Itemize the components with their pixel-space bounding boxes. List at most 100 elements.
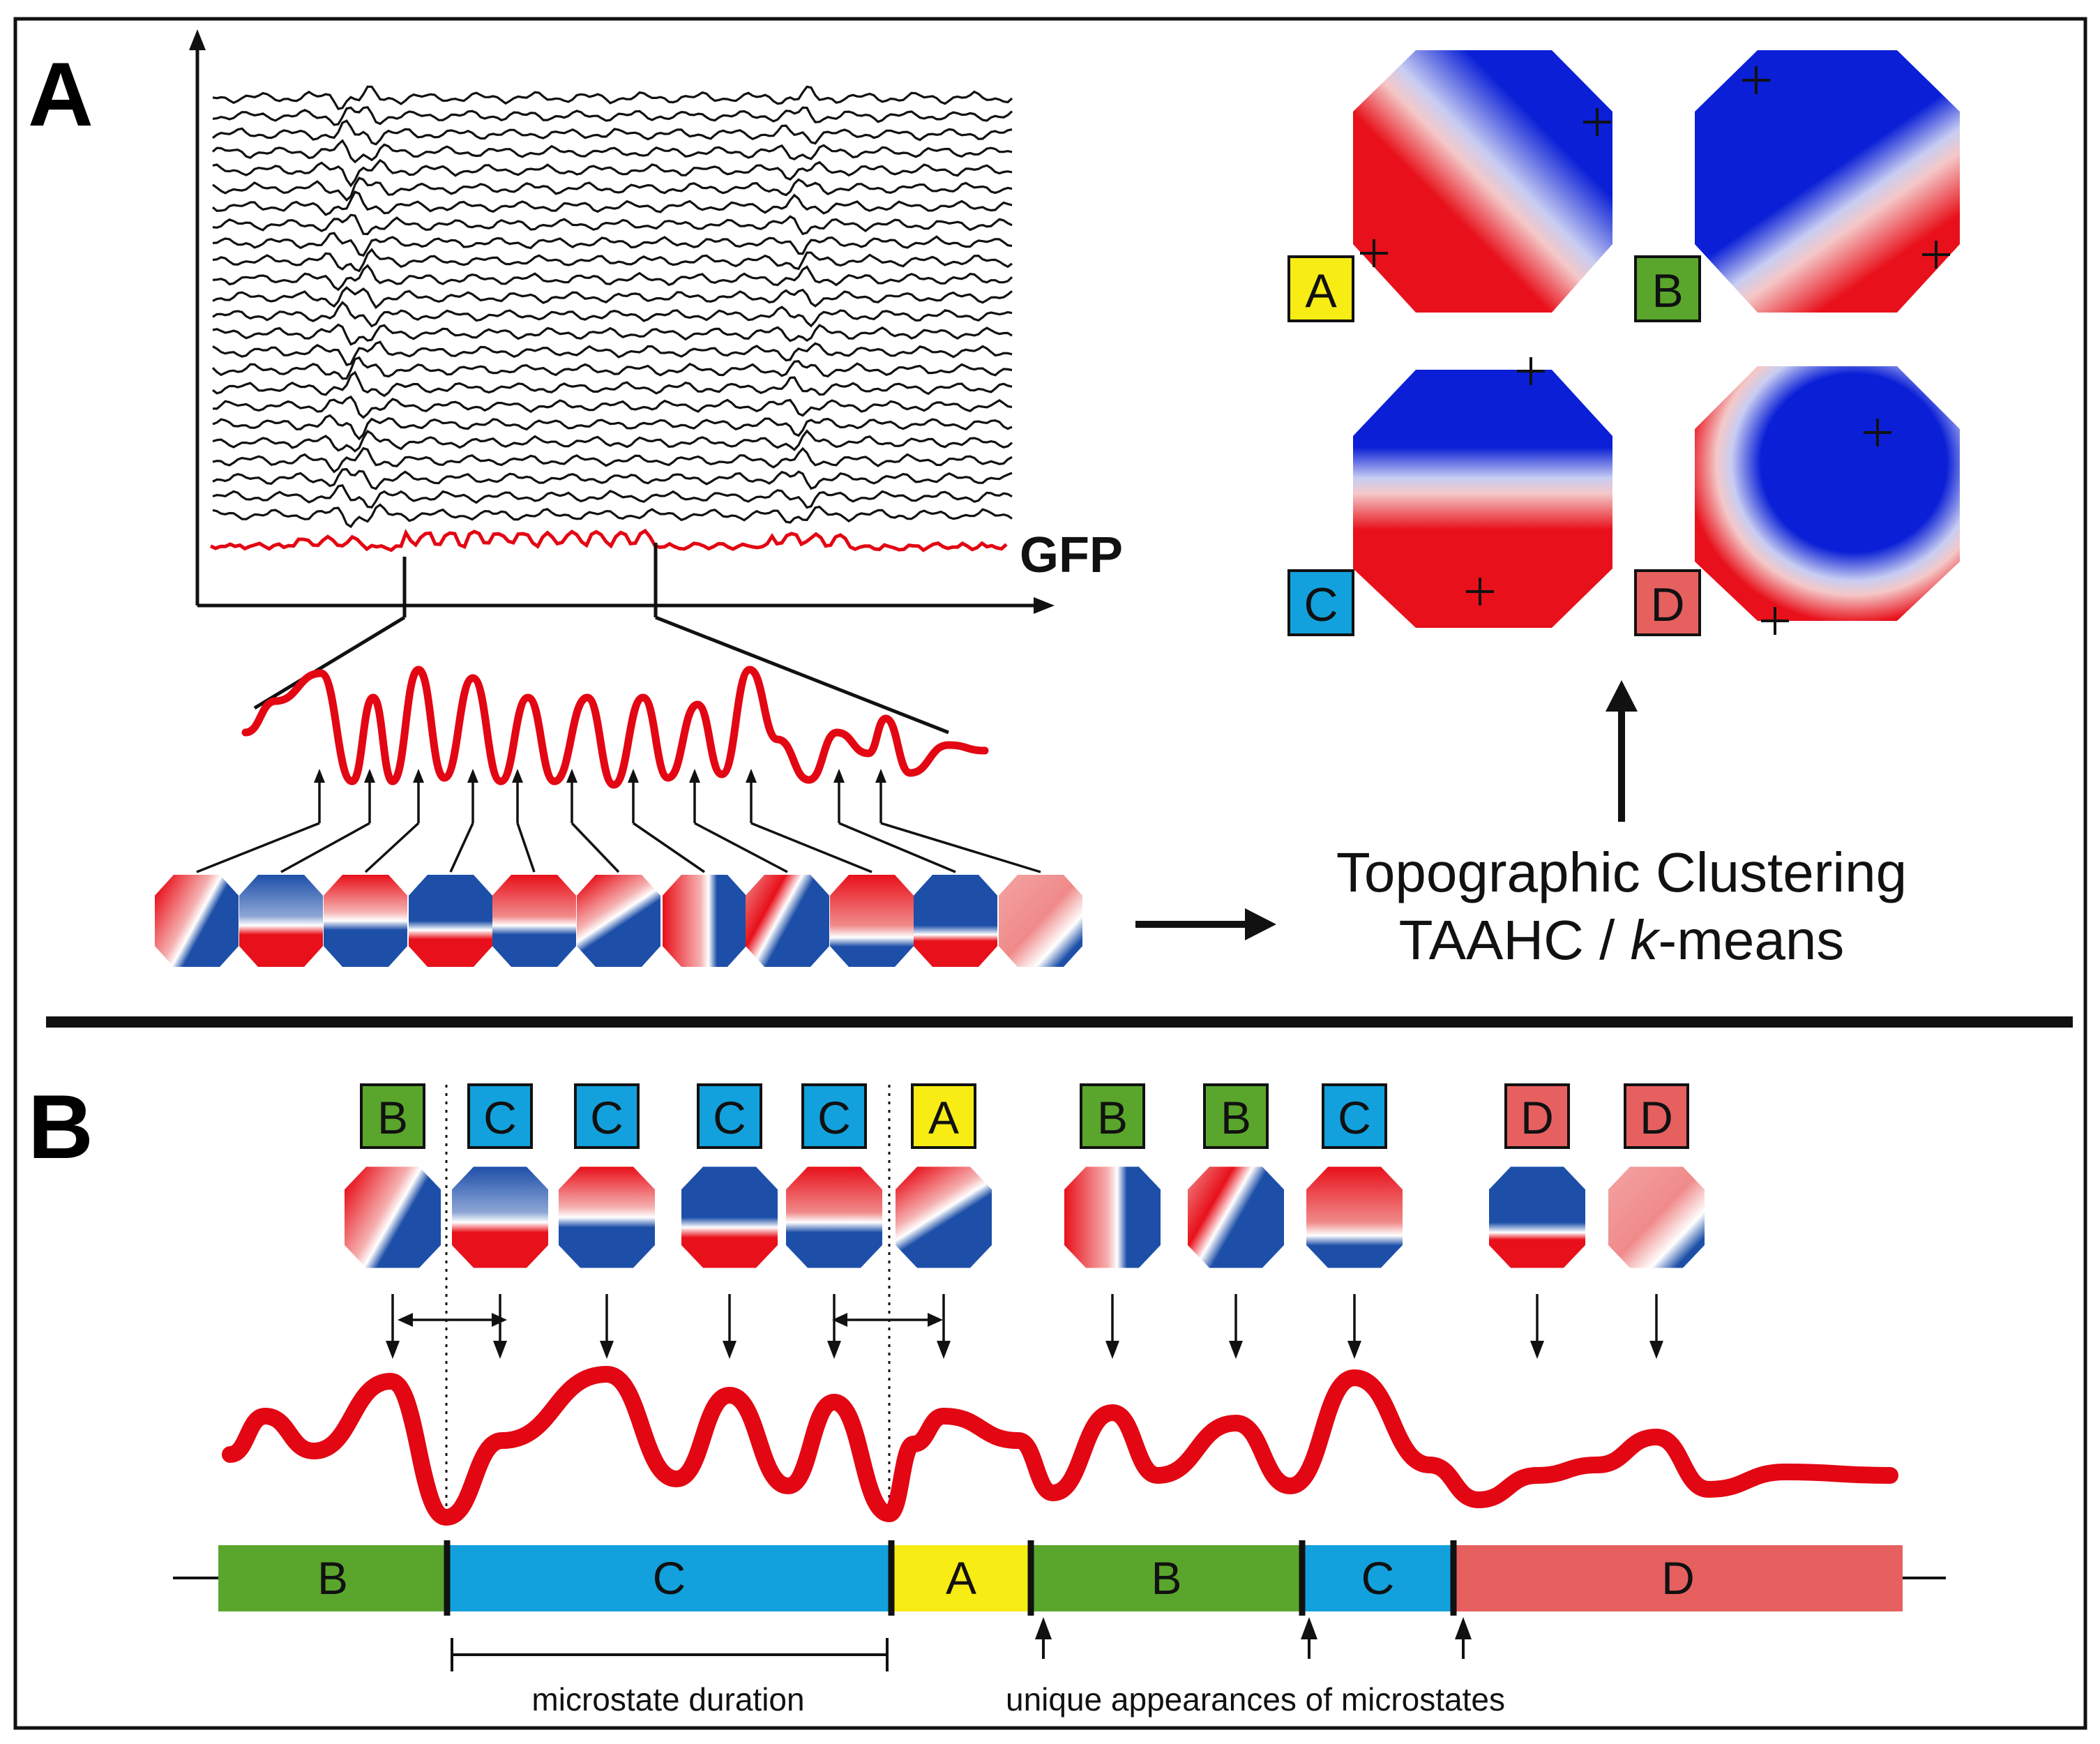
sequence-arrow-head xyxy=(1530,1341,1544,1359)
eeg-axes xyxy=(189,29,1055,614)
sequence-map xyxy=(1489,1166,1585,1268)
clustering-arrow xyxy=(1135,908,1276,940)
panel-a-letter: A xyxy=(28,43,93,145)
template-map-d-topography xyxy=(1695,366,1960,621)
sequence-label-box xyxy=(1080,1083,1145,1149)
eeg-trace xyxy=(212,483,1013,509)
peak-map xyxy=(155,875,239,967)
peak-leader-line xyxy=(694,822,788,873)
panel-a: A GFP xyxy=(28,29,1960,971)
segment-label: C xyxy=(653,1552,686,1604)
up-arrow xyxy=(1606,680,1638,822)
peak-map xyxy=(999,875,1082,967)
template-label-d: D xyxy=(1650,578,1684,631)
eeg-trace xyxy=(212,301,1013,328)
sequence-label: A xyxy=(928,1092,959,1143)
peak-leader-line xyxy=(750,822,873,873)
map-sequence-topographies xyxy=(345,1166,1705,1268)
plus-icon xyxy=(1742,66,1770,94)
eeg-trace xyxy=(212,446,1013,474)
sequence-label: D xyxy=(1520,1092,1554,1143)
template-label-a: A xyxy=(1305,264,1337,317)
template-label-box-b xyxy=(1634,255,1701,322)
sequence-map xyxy=(1188,1166,1284,1268)
template-label-box-d xyxy=(1634,569,1701,636)
peak-leader-line xyxy=(838,822,956,873)
eeg-trace xyxy=(212,248,1013,273)
sequence-label: C xyxy=(1338,1092,1371,1143)
peak-map xyxy=(409,875,492,967)
eeg-trace xyxy=(212,176,1013,202)
plus-icon xyxy=(1922,241,1950,269)
gfp-ribbon-b xyxy=(222,1366,1898,1526)
plus-icon xyxy=(1864,419,1891,446)
sequence-map xyxy=(345,1166,441,1268)
plus-icon xyxy=(1517,357,1545,385)
peak-map xyxy=(492,875,576,967)
sequence-label-box xyxy=(467,1083,533,1149)
eeg-trace xyxy=(212,370,1013,398)
microstate-segment xyxy=(447,1545,891,1611)
template-label-box-c xyxy=(1287,569,1354,636)
appearances-label: unique appearances of microstates xyxy=(1006,1681,1505,1717)
eeg-trace xyxy=(212,503,1013,529)
peak-leader-line xyxy=(364,822,420,873)
eeg-trace xyxy=(212,105,1013,126)
peak-leader-line xyxy=(516,822,536,873)
sequence-label-box xyxy=(1322,1083,1387,1149)
sequence-label-box xyxy=(697,1083,762,1149)
peak-arrow-head xyxy=(364,769,375,783)
sequence-label-box xyxy=(1504,1083,1570,1149)
eeg-trace xyxy=(211,190,1013,216)
clustering-method-k: k xyxy=(1631,909,1661,971)
template-map-c-topography xyxy=(1353,370,1612,628)
eeg-trace xyxy=(212,85,1013,110)
sequence-label-box xyxy=(1624,1083,1689,1149)
clustering-method-suffix: -means xyxy=(1659,909,1845,971)
peak-arrow-head xyxy=(875,769,886,783)
sequence-arrow-head xyxy=(723,1341,736,1359)
peak-arrow-head xyxy=(689,769,700,783)
template-map-b: B xyxy=(1634,50,1960,322)
template-map-b-topography xyxy=(1695,50,1960,313)
peak-arrow-head xyxy=(314,769,325,783)
peak-arrow-head xyxy=(467,769,478,783)
peak-arrow-head xyxy=(628,769,639,783)
peak-arrow-head xyxy=(833,769,845,783)
template-label-c: C xyxy=(1304,578,1338,631)
gfp-trace xyxy=(209,528,1008,552)
eeg-trace xyxy=(212,232,1013,257)
segment-label: A xyxy=(946,1552,976,1604)
clustering-method: TAAHC / k-means xyxy=(1399,909,1845,971)
sequence-arrow-head xyxy=(386,1341,400,1359)
sequence-map xyxy=(452,1166,548,1268)
clustering-title: Topographic Clustering xyxy=(1336,841,1907,903)
sequence-label-box xyxy=(801,1083,867,1149)
interval-arrow xyxy=(398,1313,507,1327)
sequence-arrow-head xyxy=(1347,1341,1361,1359)
duration-bracket xyxy=(451,1638,889,1671)
sequence-label: C xyxy=(483,1092,517,1143)
segment-label: D xyxy=(1661,1552,1695,1604)
template-label-box-a xyxy=(1287,255,1354,322)
microstate-segment xyxy=(891,1545,1031,1611)
appearance-arrows xyxy=(1035,1617,1472,1659)
sequence-arrow-head xyxy=(827,1341,841,1359)
plus-icon xyxy=(1583,108,1611,136)
template-map-a-topography xyxy=(1353,50,1612,313)
eeg-trace xyxy=(212,414,1013,441)
zoomed-gfp-ribbon xyxy=(241,666,989,789)
sequence-arrow-head xyxy=(493,1341,507,1359)
peak-leader-line xyxy=(449,822,474,873)
microstate-segment xyxy=(218,1545,447,1611)
interval-arrow xyxy=(832,1313,943,1327)
peak-arrow-head xyxy=(413,769,424,783)
sequence-map xyxy=(681,1166,778,1268)
sequence-label: B xyxy=(377,1092,408,1143)
template-map-c: C xyxy=(1287,357,1612,636)
eeg-trace xyxy=(212,119,1013,146)
segment-boundaries xyxy=(445,1085,891,1521)
segment-label: B xyxy=(1151,1552,1181,1604)
